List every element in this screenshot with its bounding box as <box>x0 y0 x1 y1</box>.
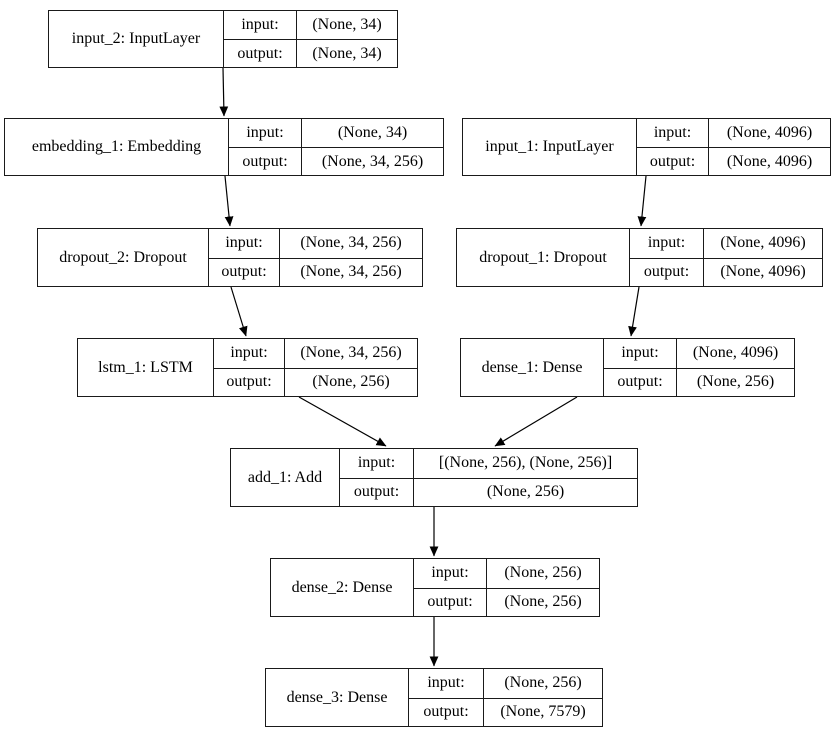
input-shape-value: (None, 4096) <box>708 119 830 147</box>
edge-dropout_2-lstm_1 <box>230 286 248 337</box>
layer-node-dense_1: dense_1: Dense input: (None, 4096) outpu… <box>460 338 795 397</box>
output-shape-value: (None, 256) <box>413 477 637 506</box>
edge-lstm_1-add_1 <box>298 396 387 447</box>
layer-node-embedding_1: embedding_1: Embedding input: (None, 34)… <box>4 118 444 176</box>
input-shape-value: (None, 256) <box>483 669 602 698</box>
output-shape-value: (None, 256) <box>676 367 794 396</box>
input-shape-value: (None, 4096) <box>676 339 794 368</box>
input-shape-value: (None, 34, 256) <box>284 339 417 368</box>
output-label: output: <box>629 257 703 286</box>
input-label: input: <box>408 669 483 698</box>
input-shape-value: (None, 34) <box>301 119 443 147</box>
layer-title: dense_1: Dense <box>481 358 583 376</box>
output-label: output: <box>339 477 413 506</box>
output-shape-value: (None, 4096) <box>708 147 830 175</box>
layer-title: input_1: InputLayer <box>485 138 614 155</box>
output-label: output: <box>408 697 483 726</box>
layer-title: add_1: Add <box>247 468 323 486</box>
output-shape-value: (None, 4096) <box>703 257 822 286</box>
layer-title: dense_2: Dense <box>291 578 393 596</box>
output-label: output: <box>223 39 296 67</box>
edge-dense_1-add_1 <box>494 396 578 447</box>
output-label: output: <box>603 367 676 396</box>
input-shape-value: (None, 256) <box>486 559 599 588</box>
layer-title: lstm_1: LSTM <box>98 358 193 376</box>
input-shape-value: [(None, 256), (None, 256)] <box>413 449 637 478</box>
input-label: input: <box>228 119 301 147</box>
input-label: input: <box>629 229 703 258</box>
edge-input_2-embedding_1 <box>219 67 229 117</box>
input-label: input: <box>603 339 676 368</box>
output-label: output: <box>208 257 279 286</box>
edge-input_1-dropout_1 <box>637 175 647 227</box>
layer-node-dropout_2: dropout_2: Dropout input: (None, 34, 256… <box>37 228 423 287</box>
layer-title: dropout_1: Dropout <box>479 248 607 266</box>
output-label: output: <box>413 587 486 616</box>
input-label: input: <box>223 11 296 39</box>
output-shape-value: (None, 256) <box>284 367 417 396</box>
input-shape-value: (None, 34) <box>296 11 397 39</box>
layer-node-input_2: input_2: InputLayer input: (None, 34) ou… <box>48 10 398 68</box>
layer-node-dense_3: dense_3: Dense input: (None, 256) output… <box>265 668 603 727</box>
output-label: output: <box>636 147 708 175</box>
layer-node-dropout_1: dropout_1: Dropout input: (None, 4096) o… <box>456 228 823 287</box>
output-shape-value: (None, 256) <box>486 587 599 616</box>
output-shape-value: (None, 7579) <box>483 697 602 726</box>
output-label: output: <box>213 367 284 396</box>
layer-node-add_1: add_1: Add input: [(None, 256), (None, 2… <box>230 448 638 507</box>
layer-title: embedding_1: Embedding <box>31 138 202 155</box>
output-shape-value: (None, 34, 256) <box>279 257 422 286</box>
edge-embedding_1-dropout_2 <box>224 175 234 227</box>
input-label: input: <box>213 339 284 368</box>
input-label: input: <box>208 229 279 258</box>
input-label: input: <box>636 119 708 147</box>
output-shape-value: (None, 34) <box>296 39 397 67</box>
output-label: output: <box>228 147 301 175</box>
input-shape-value: (None, 34, 256) <box>279 229 422 258</box>
layer-node-dense_2: dense_2: Dense input: (None, 256) output… <box>270 558 600 617</box>
input-shape-value: (None, 4096) <box>703 229 822 258</box>
layer-node-input_1: input_1: InputLayer input: (None, 4096) … <box>462 118 831 176</box>
input-label: input: <box>413 559 486 588</box>
layer-node-lstm_1: lstm_1: LSTM input: (None, 34, 256) outp… <box>77 338 418 397</box>
layer-title: input_2: InputLayer <box>71 30 201 47</box>
output-shape-value: (None, 34, 256) <box>301 147 443 175</box>
edge-dropout_1-dense_1 <box>628 286 640 337</box>
input-label: input: <box>339 449 413 478</box>
layer-title: dense_3: Dense <box>286 688 388 706</box>
layer-title: dropout_2: Dropout <box>59 248 187 266</box>
